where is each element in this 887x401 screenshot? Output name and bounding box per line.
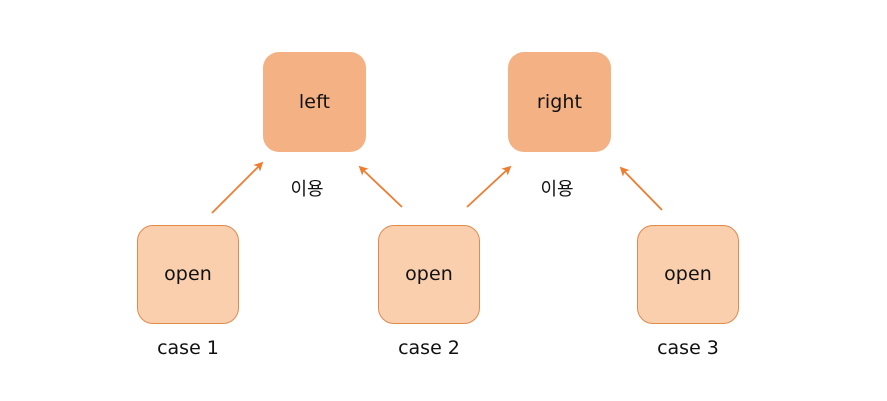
node-case1-open[interactable]: open: [137, 225, 239, 324]
arrow-case2-to-left: [358, 165, 403, 208]
arrow-case1-to-left: [211, 161, 264, 214]
node-left-label: left: [298, 90, 331, 113]
node-case2-label: open: [405, 263, 453, 285]
node-case2-open[interactable]: open: [378, 225, 480, 324]
node-case3-label: open: [664, 263, 712, 285]
node-right-label: right: [536, 90, 583, 113]
caption-case1: case 1: [157, 337, 219, 359]
node-case3-open[interactable]: open: [637, 225, 739, 324]
node-left[interactable]: left: [263, 52, 366, 152]
caption-case2: case 2: [398, 337, 460, 359]
edge-label-right: 이용: [540, 179, 574, 200]
node-right[interactable]: right: [508, 52, 611, 152]
arrow-case2-to-right: [466, 165, 512, 208]
caption-case3: case 3: [657, 337, 719, 359]
arrow-case3-to-right: [619, 166, 663, 211]
node-case1-label: open: [164, 263, 212, 285]
edge-label-left: 이용: [290, 179, 324, 200]
